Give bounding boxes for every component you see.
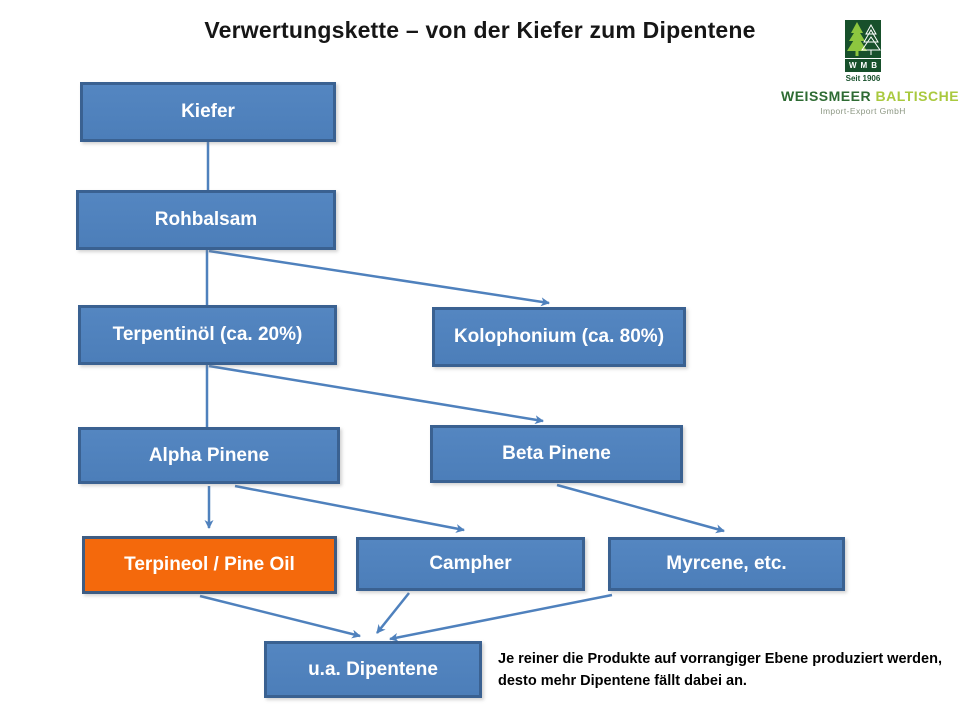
node-kiefer: Kiefer: [80, 82, 336, 142]
node-label: u.a. Dipentene: [308, 658, 438, 680]
edge-rohbalsam-to-kolophonium: [208, 249, 550, 307]
note-line-1: Je reiner die Produkte auf vorrangiger E…: [498, 651, 942, 667]
node-myrcene: Myrcene, etc.: [608, 537, 845, 591]
note-line-2: desto mehr Dipentene fällt dabei an.: [498, 672, 747, 689]
node-label: Myrcene, etc.: [666, 553, 787, 574]
node-terpentinoel: Terpentinöl (ca. 20%): [78, 305, 337, 365]
node-campher: Campher: [356, 537, 585, 591]
logo-acronym: WMB: [845, 58, 881, 72]
company-logo: WMB Seit 1906 WEISSMEER BALTISCHE Import…: [781, 20, 959, 116]
pine-trees-icon: [845, 20, 881, 58]
node-label: Terpentinöl (ca. 20%): [112, 324, 303, 345]
node-beta-pinene: Beta Pinene: [430, 425, 683, 483]
node-label: Beta Pinene: [502, 443, 611, 464]
edge-campher-to-dipentene: [376, 592, 410, 634]
logo-subtitle: Import-Export GmbH: [820, 106, 906, 116]
node-rohbalsam: Rohbalsam: [76, 190, 336, 250]
edge-terpentinoel-to-beta: [208, 364, 544, 425]
node-terpineol-pine-oil: Terpineol / Pine Oil: [82, 536, 337, 594]
node-label: Alpha Pinene: [148, 444, 270, 466]
node-dipentene: u.a. Dipentene: [264, 641, 482, 698]
logo-name-primary: WEISSMEER: [781, 88, 872, 104]
edge-alpha-to-campher: [234, 484, 465, 533]
node-label: Campher: [429, 553, 512, 574]
edge-beta-to-myrcene: [556, 483, 725, 534]
node-label: Kiefer: [181, 101, 235, 122]
edge-myrcene-to-dipentene: [389, 593, 613, 642]
logo-company-name: WEISSMEER BALTISCHE: [781, 88, 959, 104]
node-label: Terpineol / Pine Oil: [124, 554, 295, 575]
note-text: Je reiner die Produkte auf vorrangiger E…: [498, 649, 950, 693]
logo-name-secondary: BALTISCHE: [875, 88, 960, 104]
node-label: Kolophonium (ca. 80%): [453, 326, 665, 347]
logo-since: Seit 1906: [845, 74, 881, 83]
node-kolophonium: Kolophonium (ca. 80%): [432, 307, 686, 367]
node-alpha-pinene: Alpha Pinene: [78, 427, 340, 484]
node-label: Rohbalsam: [154, 209, 258, 230]
edge-terpineol-to-dipentene: [199, 594, 361, 639]
page-title: Verwertungskette – von der Kiefer zum Di…: [204, 17, 756, 43]
